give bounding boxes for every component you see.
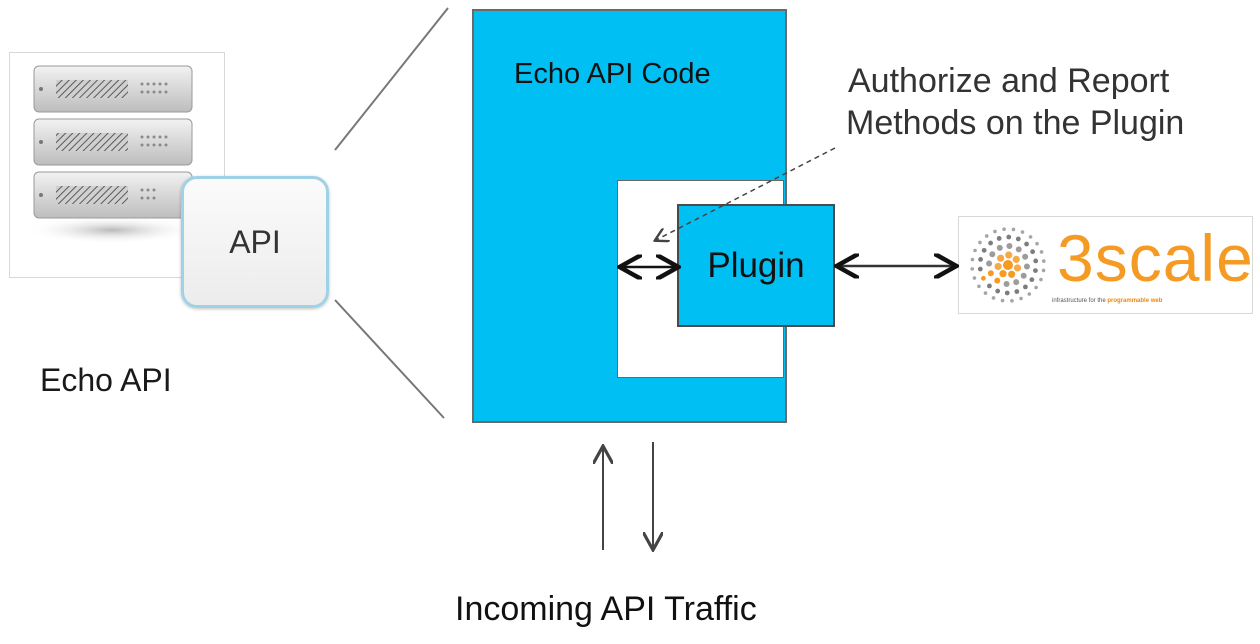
plugin-box: Plugin: [677, 204, 835, 327]
api-badge-label: API: [229, 223, 281, 260]
logo-dot: [977, 266, 983, 272]
logo-dot: [972, 276, 977, 280]
incoming-traffic-label: Incoming API Traffic: [455, 590, 757, 628]
logo-dot: [1041, 268, 1046, 273]
logo-dot: [995, 288, 1001, 294]
logo-dot: [987, 283, 992, 289]
logo-dot: [1024, 241, 1029, 247]
logo-dot: [1012, 255, 1020, 263]
logo-dot: [977, 284, 981, 289]
plugin-label: Plugin: [707, 245, 805, 285]
logo-dot: [1035, 241, 1039, 246]
logo-dot: [973, 248, 977, 253]
logo-dot: [970, 257, 975, 262]
logo-dot: [1020, 230, 1025, 234]
callout-dashed-arrow: [656, 147, 836, 240]
logo-dot: [978, 256, 983, 262]
logo-dot: [997, 254, 1005, 262]
logo-dot: [987, 270, 994, 277]
logo-dot: [1015, 236, 1021, 242]
echo-api-label: Echo API: [40, 362, 172, 398]
logo-dot: [1020, 272, 1027, 279]
logo-dot: [1039, 250, 1044, 254]
logo-dot: [993, 229, 997, 234]
logo-dot: [994, 277, 1001, 284]
callout-line-1: Authorize and Report: [848, 62, 1170, 100]
logo-dot: [1005, 251, 1013, 259]
logo-dot: [986, 260, 993, 267]
logo-dot: [1015, 246, 1022, 253]
logo-dot: [988, 240, 993, 246]
server-rack-icon: [24, 65, 200, 244]
logo-dot: [1022, 253, 1029, 260]
logo-dot: [1004, 290, 1010, 296]
zoom-line-bottom: [334, 299, 445, 419]
logo-dot: [1030, 249, 1036, 255]
code-box-title: Echo API Code: [514, 58, 711, 90]
logo-dot: [1003, 260, 1013, 270]
logo-dot: [1011, 227, 1016, 232]
callout-line-2: Methods on the Plugin: [846, 104, 1185, 142]
logo-dot: [1028, 235, 1033, 239]
logo-dot: [1027, 292, 1032, 296]
logo-dot: [999, 270, 1007, 278]
logo-dot: [1013, 264, 1022, 272]
logo-dot: [994, 262, 1002, 271]
logo-dot: [1019, 296, 1023, 301]
logo-dot: [1008, 270, 1016, 278]
logo-dot: [978, 240, 982, 245]
logo-dot: [983, 291, 988, 295]
logo-dot: [1029, 277, 1035, 283]
logo-dot: [1039, 277, 1043, 282]
logo-dot: [980, 275, 986, 281]
logo-dot: [970, 267, 975, 271]
3scale-logo-tagline: infrastructure for the programmable web: [1052, 298, 1163, 304]
logo-dot: [1013, 279, 1020, 286]
zoom-line-top: [334, 7, 449, 151]
logo-dot: [996, 236, 1002, 241]
logo-dot: [1014, 289, 1020, 294]
logo-dot: [1010, 298, 1014, 303]
3scale-dots-icon: [970, 227, 1046, 303]
logo-dot: [991, 296, 996, 300]
logo-dot: [1006, 234, 1012, 240]
logo-dot: [1033, 268, 1038, 274]
logo-dot: [1002, 227, 1006, 232]
api-badge: API: [181, 176, 329, 308]
logo-dot: [1023, 284, 1028, 290]
logo-dot: [984, 234, 989, 238]
logo-dot: [981, 247, 987, 253]
logo-dot: [1041, 259, 1046, 263]
3scale-logo-word: 3scale: [1057, 221, 1254, 295]
logo-dot: [1000, 298, 1005, 303]
logo-dot: [1033, 258, 1039, 264]
logo-dot: [996, 244, 1003, 251]
logo-dot: [989, 251, 996, 258]
logo-dot: [1006, 243, 1013, 250]
logo-dot: [1023, 263, 1030, 270]
logo-dot: [1003, 280, 1010, 287]
logo-dot: [1034, 285, 1038, 290]
